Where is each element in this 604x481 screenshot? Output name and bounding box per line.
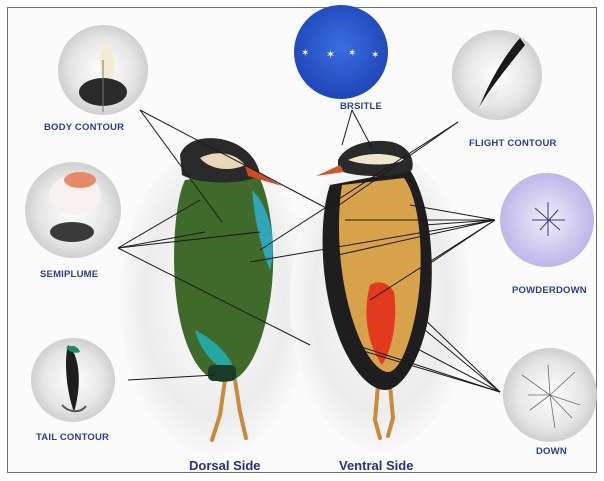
label-dorsal-side: Dorsal Side <box>189 458 261 473</box>
label-ventral-side: Ventral Side <box>339 458 413 473</box>
body-contour-image <box>58 25 148 115</box>
svg-text:✶: ✶ <box>348 48 356 59</box>
semiplume-image <box>25 162 121 258</box>
label-body-contour: BODY CONTOUR <box>44 122 124 133</box>
down-image <box>503 348 597 442</box>
svg-text:✶: ✶ <box>301 48 309 59</box>
label-semiplume: SEMIPLUME <box>40 269 98 280</box>
bristle-image: ✶ ✶ ✶ ✶ <box>294 5 388 99</box>
label-down: DOWN <box>536 446 567 457</box>
label-brsitle: BRSITLE <box>340 101 382 112</box>
svg-text:✶: ✶ <box>371 50 379 61</box>
label-tail-contour: TAIL CONTOUR <box>36 432 109 443</box>
powderdown-image <box>500 173 594 267</box>
svg-text:✶: ✶ <box>326 48 335 61</box>
tail-contour-image <box>31 338 115 422</box>
label-flight-contour: FLIGHT CONTOUR <box>469 138 557 149</box>
label-powderdown: POWDERDOWN <box>512 285 587 296</box>
flight-contour-image <box>452 30 542 120</box>
